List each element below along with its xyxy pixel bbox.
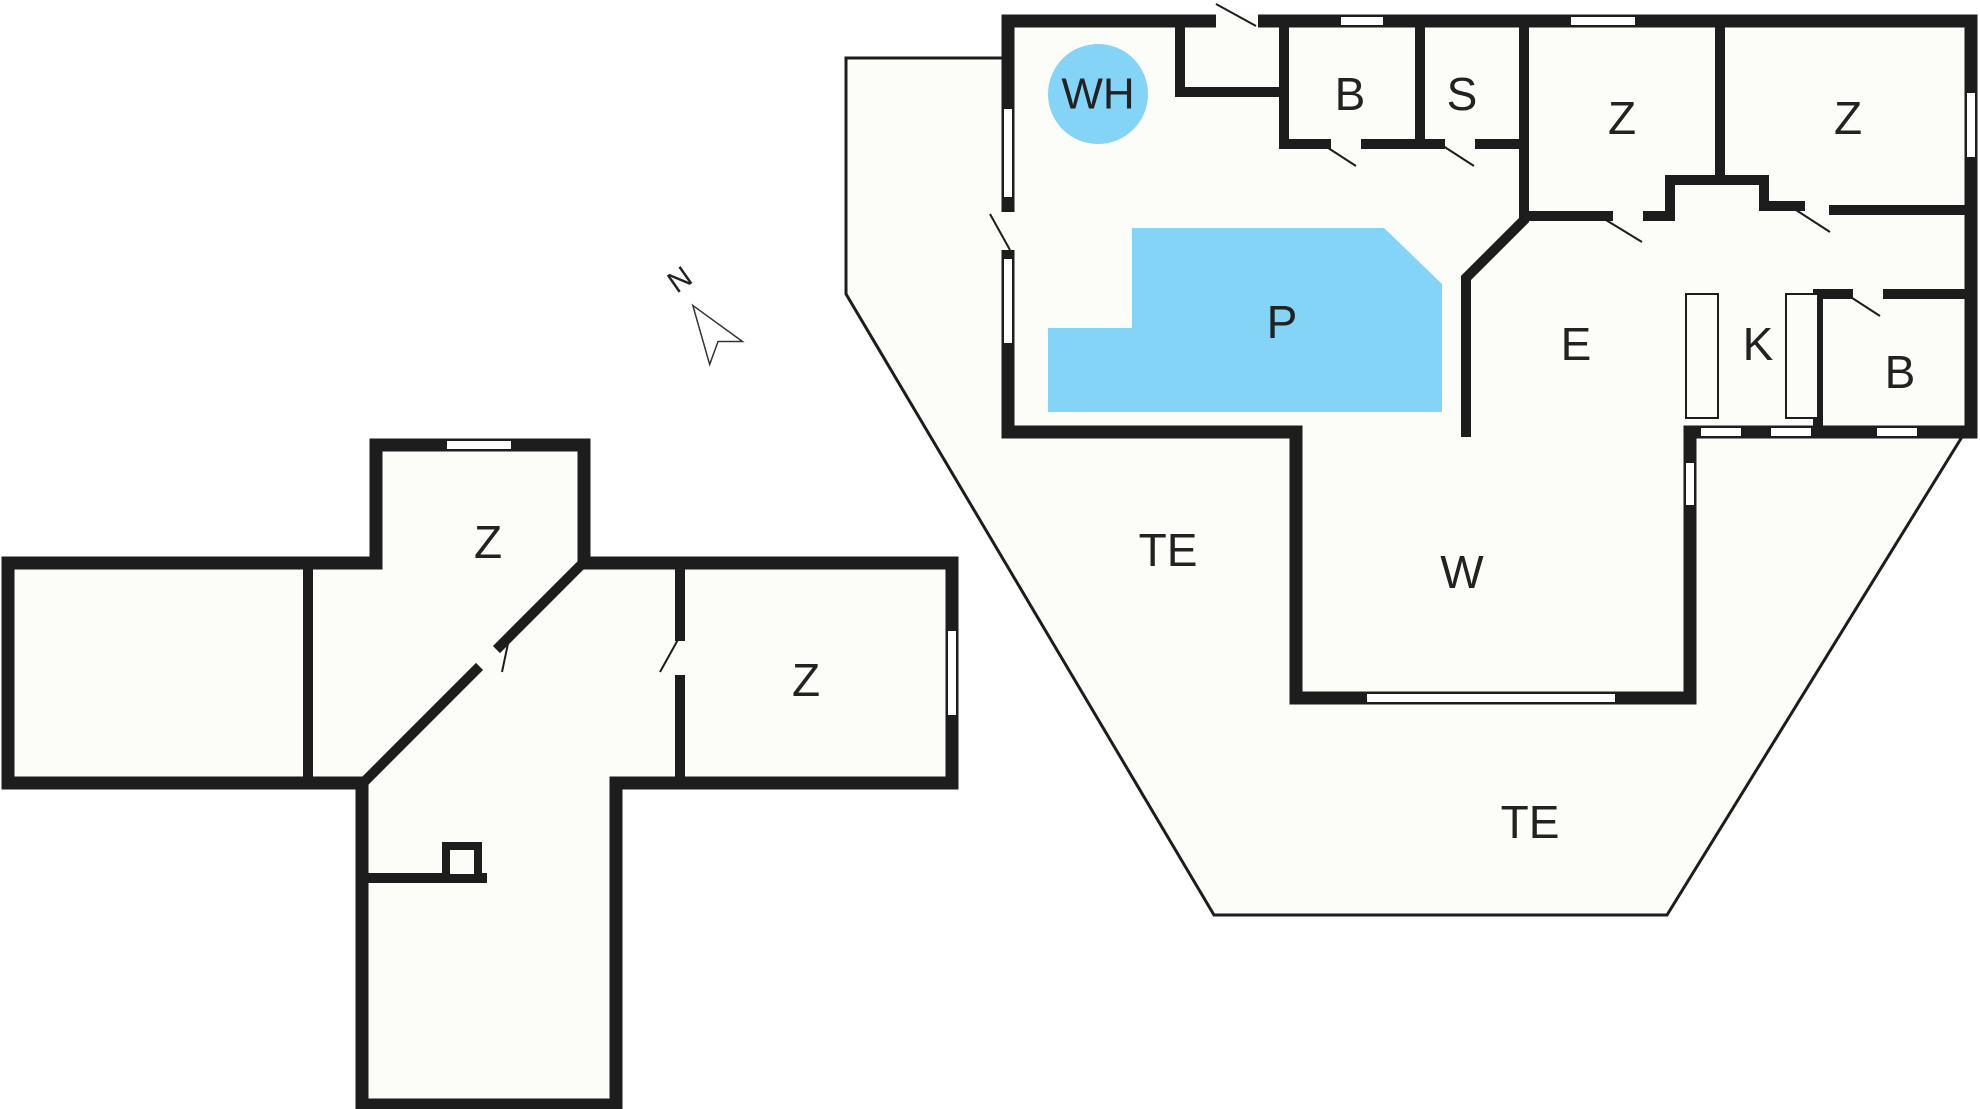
- upper-chimney: [442, 842, 482, 882]
- pool-basin: [1048, 228, 1442, 412]
- window-living-side: [1684, 461, 1696, 507]
- door-pool-west: [989, 213, 1011, 251]
- upper-wall-diagonal-upper: [492, 560, 586, 654]
- window-kitchen-2: [1769, 426, 1813, 438]
- north-arrow-icon: [691, 303, 745, 367]
- door-bedroom-1: [1605, 219, 1643, 243]
- compass-label: N: [662, 260, 699, 299]
- label-terrace-bottom: TE: [1501, 796, 1560, 848]
- label-bedroom-upper-right: Z: [792, 654, 820, 706]
- label-bath-right: B: [1885, 346, 1916, 398]
- kitchen-counter-left: [1685, 293, 1719, 419]
- label-kitchen: K: [1743, 318, 1774, 370]
- window-top-bedroom: [1569, 15, 1637, 27]
- label-dining: E: [1561, 318, 1592, 370]
- ground-floor-plan: [844, 3, 1978, 917]
- window-pool-west-1: [1002, 107, 1014, 199]
- window-kitchen-1: [1699, 426, 1743, 438]
- door-bedroom-2: [1795, 209, 1831, 233]
- door-gap-pool-west: [1001, 212, 1015, 250]
- upper-door-diagonal: [501, 633, 511, 673]
- kitchen-counter-right: [1785, 293, 1819, 419]
- label-bath-top: B: [1335, 68, 1366, 120]
- door-entrance: [1215, 3, 1257, 27]
- window-right-bedroom: [1965, 91, 1977, 159]
- label-bedroom-upper-top: Z: [474, 516, 502, 568]
- door-bath-right: [1845, 293, 1881, 317]
- wall-bedroom-1-bottom: [1523, 175, 1805, 221]
- upper-floor-area: [8, 445, 952, 1105]
- label-bedroom-top-1: Z: [1608, 92, 1636, 144]
- label-sauna: S: [1447, 68, 1478, 120]
- label-whirlpool: WH: [1061, 70, 1134, 119]
- wall-pool-hall-right: [1461, 21, 1529, 437]
- whirlpool: [1048, 44, 1148, 144]
- upper-wall-diagonal-lower: [358, 662, 484, 788]
- door-bath-top: [1321, 143, 1357, 167]
- wall-tech-room: [1175, 21, 1285, 97]
- label-pool: P: [1267, 296, 1298, 348]
- window-pool-west-2: [1002, 257, 1014, 345]
- door-gap-entrance: [1216, 14, 1258, 28]
- window-top-bath: [1339, 15, 1385, 27]
- label-living: W: [1440, 546, 1484, 598]
- upper-window-right: [946, 629, 958, 717]
- ground-floor-area: [1008, 21, 1971, 698]
- upper-window-top: [445, 439, 513, 451]
- door-sauna: [1439, 143, 1475, 167]
- upper-floor-plan: [1, 438, 959, 1109]
- label-bedroom-top-2: Z: [1834, 92, 1862, 144]
- label-terrace-left: TE: [1139, 524, 1198, 576]
- upper-door-right-room: [659, 635, 681, 673]
- window-bath-right: [1875, 426, 1919, 438]
- window-living-south: [1365, 692, 1617, 704]
